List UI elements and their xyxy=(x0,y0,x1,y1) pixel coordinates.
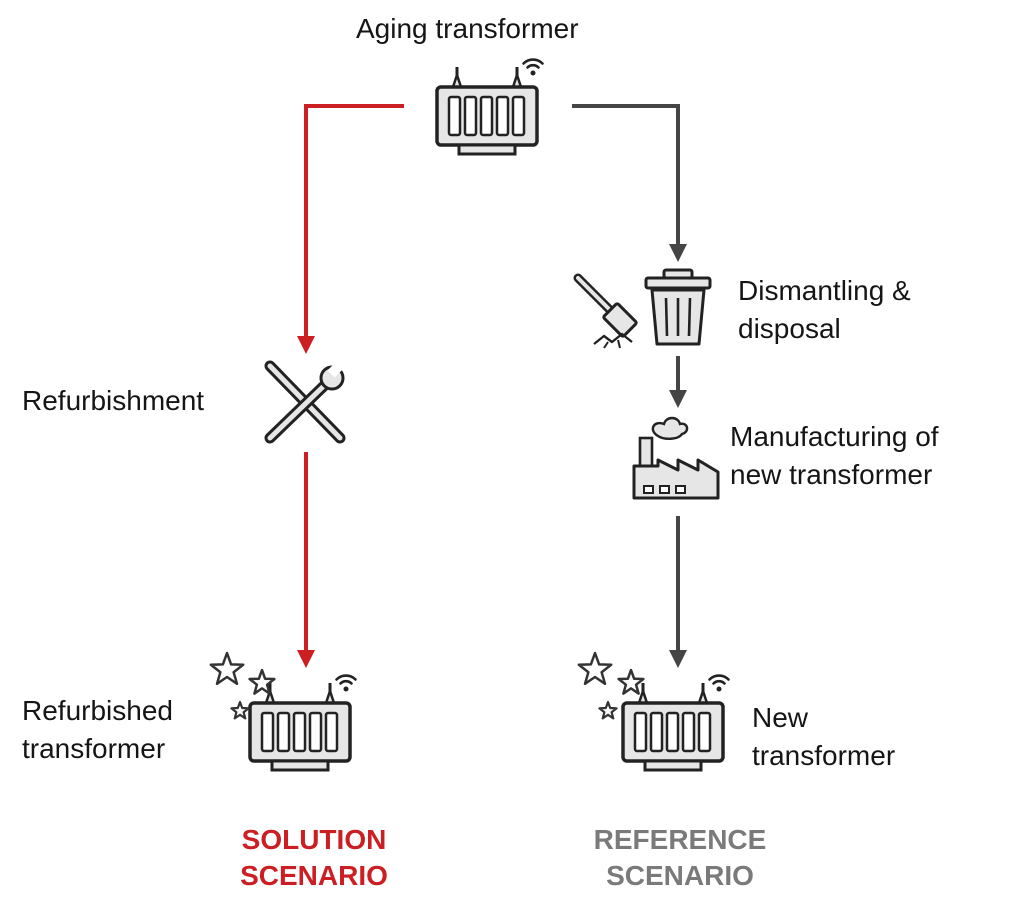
aging-transformer-label: Aging transformer xyxy=(356,13,579,44)
reference-scenario-line1: REFERENCE xyxy=(593,824,767,855)
refurbishment-label: Refurbishment xyxy=(22,385,205,416)
solution-arrowhead-bottom xyxy=(297,650,315,668)
refurbished-transformer-label: Refurbished transformer xyxy=(22,692,173,768)
aging-transformer-icon xyxy=(435,57,545,156)
new-label-line1: New xyxy=(752,702,809,733)
refurbished-label-line1: Refurbished xyxy=(22,695,173,726)
reference-scenario-line2: SCENARIO xyxy=(606,860,754,891)
solution-path xyxy=(297,104,404,668)
refurbished-label-line2: transformer xyxy=(22,733,166,764)
reference-arrowhead-bottom xyxy=(669,650,687,668)
new-transformer-label: New transformer xyxy=(752,699,895,775)
reference-arrow-top xyxy=(572,104,680,246)
new-transformer-icon xyxy=(577,651,731,772)
solution-scenario-label: SOLUTION SCENARIO xyxy=(214,822,414,894)
star-icon xyxy=(230,700,250,720)
manufacturing-label-line2: new transformer xyxy=(730,459,933,490)
solution-scenario-line1: SOLUTION xyxy=(241,824,387,855)
new-label-line2: transformer xyxy=(752,740,896,771)
star-icon xyxy=(577,651,613,686)
dismantling-disposal-label: Dismantling & disposal xyxy=(738,272,911,348)
solution-scenario-line2: SCENARIO xyxy=(240,860,388,891)
reference-scenario-label: REFERENCE SCENARIO xyxy=(580,822,780,894)
star-icon xyxy=(598,700,618,720)
factory-icon xyxy=(632,416,720,500)
star-icon xyxy=(617,668,645,695)
trash-bin-icon xyxy=(644,268,712,346)
manufacturing-label-line1: Manufacturing of xyxy=(730,421,939,452)
solution-arrowhead-top xyxy=(297,336,315,354)
refurbished-transformer-icon xyxy=(209,651,358,772)
dismantling-label-line1: Dismantling & xyxy=(738,275,911,306)
star-icon xyxy=(209,651,245,686)
solution-arrow-top xyxy=(304,104,404,338)
star-icon xyxy=(248,668,276,695)
reference-arrowhead-middle xyxy=(669,390,687,408)
reference-arrowhead-top xyxy=(669,244,687,262)
dismantling-label-line2: disposal xyxy=(738,313,841,344)
hammer-icon xyxy=(573,273,638,349)
manufacturing-label: Manufacturing of new transformer xyxy=(730,418,939,494)
wrench-screwdriver-icon xyxy=(264,360,346,444)
reference-path xyxy=(572,104,687,668)
